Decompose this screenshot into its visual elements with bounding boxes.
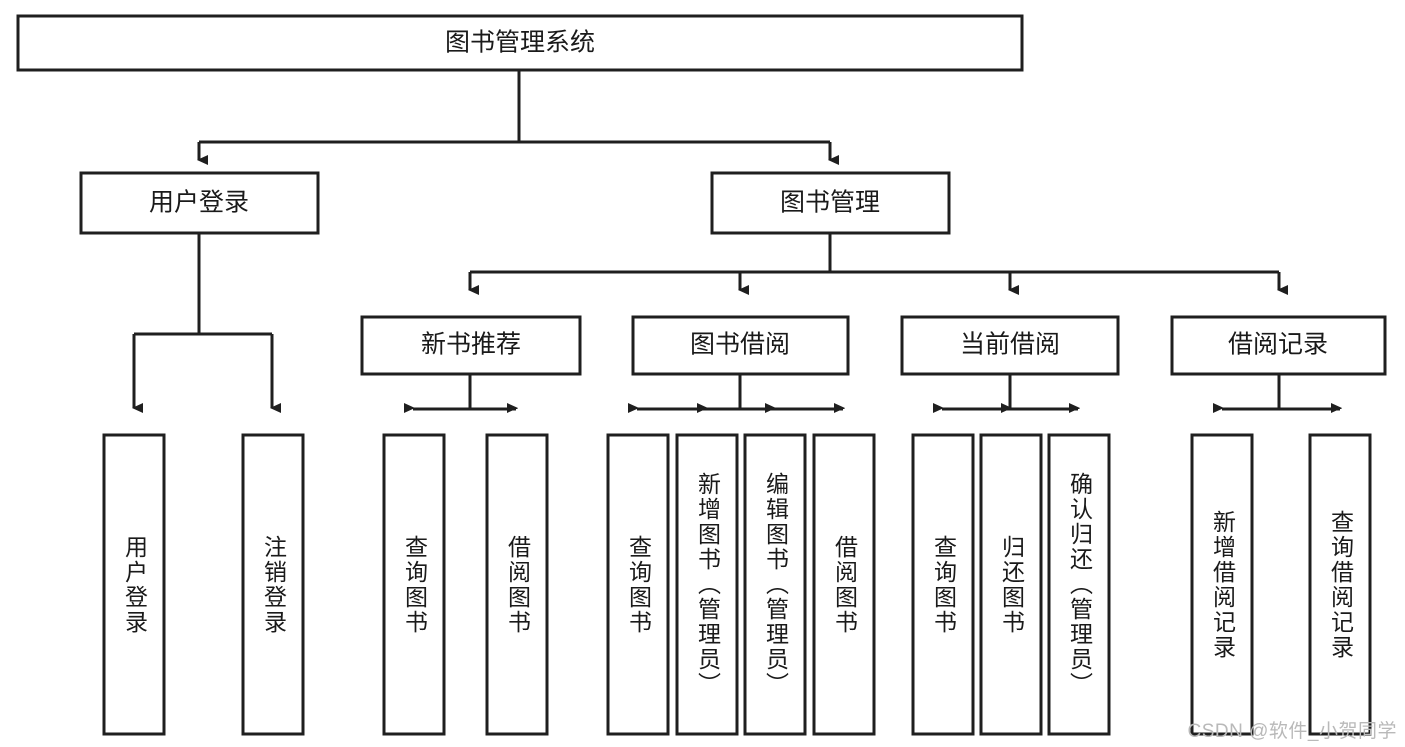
link-userlogin-to-leaves: [132, 233, 281, 413]
link-bookborrow-to-leaves: [628, 374, 845, 413]
leaf-box-new-book-0[interactable]: [382, 433, 446, 736]
leaf-box-book-borrow-0[interactable]: [606, 433, 670, 736]
node-user-login-label: 用户登录: [149, 189, 249, 217]
leaf-box-borrow-record-1[interactable]: [1308, 433, 1372, 736]
node-user-login[interactable]: 用户登录: [79, 171, 320, 235]
leaf-box-user-login-0[interactable]: [102, 433, 166, 736]
node-book-borrow-label: 图书借阅: [690, 331, 790, 359]
link-bookmanage-to-level2: [468, 233, 1288, 295]
leaf-box-book-borrow-2[interactable]: [743, 433, 807, 736]
node-new-book-recommend-label: 新书推荐: [421, 331, 521, 359]
node-book-manage[interactable]: 图书管理: [710, 171, 951, 235]
node-borrow-record-label: 借阅记录: [1228, 331, 1328, 359]
link-borrowrecord-to-leaves: [1213, 374, 1342, 413]
link-newbook-to-leaves: [404, 374, 518, 413]
leaf-box-new-book-1[interactable]: [485, 433, 549, 736]
leaf-box-book-borrow-1[interactable]: [675, 433, 739, 736]
node-new-book-recommend[interactable]: 新书推荐: [360, 315, 582, 376]
link-root-to-level1: [197, 70, 839, 165]
leaf-box-borrow-record-0[interactable]: [1190, 433, 1254, 736]
leaf-box-current-borrow-1[interactable]: [979, 433, 1043, 736]
leaf-box-current-borrow-2[interactable]: [1047, 433, 1111, 736]
node-current-borrow-label: 当前借阅: [960, 331, 1060, 359]
node-root-label: 图书管理系统: [445, 29, 595, 57]
watermark: CSDN @软件_小贺同学: [1187, 721, 1397, 742]
node-book-manage-label: 图书管理: [780, 189, 880, 217]
leaf-box-user-login-1[interactable]: [241, 433, 305, 736]
link-currentborrow-to-leaves: [933, 374, 1080, 413]
node-borrow-record[interactable]: 借阅记录: [1170, 315, 1387, 376]
node-current-borrow[interactable]: 当前借阅: [900, 315, 1120, 376]
node-book-borrow[interactable]: 图书借阅: [631, 315, 850, 376]
leaf-box-book-borrow-3[interactable]: [812, 433, 876, 736]
leaf-box-current-borrow-0[interactable]: [911, 433, 975, 736]
node-root[interactable]: 图书管理系统: [16, 14, 1024, 72]
